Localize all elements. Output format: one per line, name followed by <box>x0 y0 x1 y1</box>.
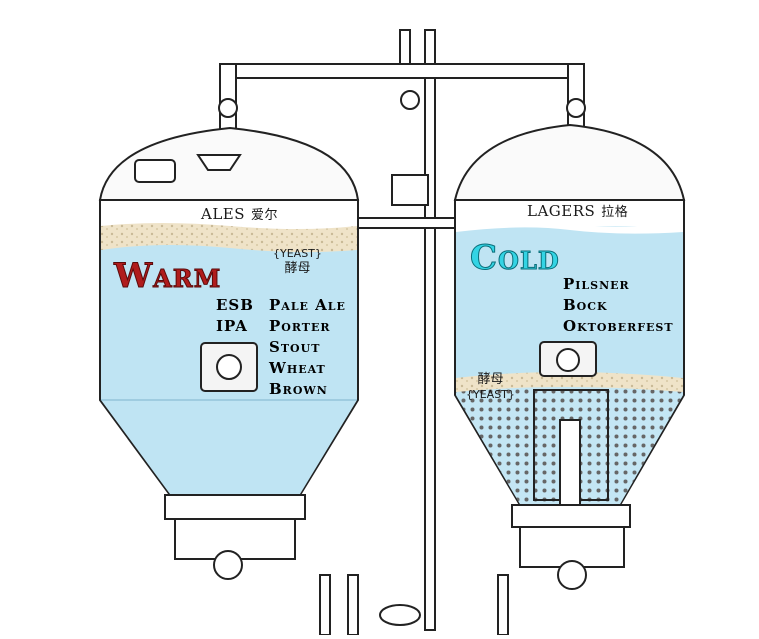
ales-temperature: Warm <box>113 256 222 297</box>
lagers-style-item: Bock <box>563 296 608 314</box>
ales-style-item: IPA <box>216 317 248 335</box>
ales-title-zh: 爱尔 <box>251 208 279 223</box>
ales-styles-right: Pale Ale Porter Stout Wheat Brown <box>269 295 346 400</box>
ales-style-item: Stout <box>269 338 321 356</box>
lagers-tank <box>453 123 686 590</box>
ales-styles-left: ESB IPA <box>216 295 254 337</box>
lagers-title-zh: 拉格 <box>601 205 629 220</box>
ales-style-item: Brown <box>269 380 328 398</box>
lagers-style-item: Oktoberfest <box>563 317 674 335</box>
ales-tank <box>98 126 360 580</box>
ales-yeast-label: {YEAST} 酵母 <box>273 246 322 276</box>
lagers-yeast-label: 酵母 {YEAST} <box>466 372 515 402</box>
ales-title: ALES 爱尔 <box>201 204 278 223</box>
ales-style-item: Wheat <box>269 359 326 377</box>
lagers-title-en: LAGERS <box>527 202 596 220</box>
lagers-styles: Pilsner Bock Oktoberfest <box>563 274 674 337</box>
lagers-temperature: Cold <box>470 238 560 279</box>
ales-title-en: ALES <box>201 205 246 223</box>
ales-style-item: ESB <box>216 296 254 314</box>
ales-yeast-zh: 酵母 <box>284 261 311 276</box>
lagers-yeast-en: {YEAST} <box>466 388 515 401</box>
bottom-pipework <box>319 574 509 636</box>
lagers-title: LAGERS 拉格 <box>527 201 628 220</box>
top-pipework <box>218 29 586 631</box>
ales-style-item: Porter <box>269 317 331 335</box>
ales-style-item: Pale Ale <box>269 296 346 314</box>
lagers-style-item: Pilsner <box>563 275 630 293</box>
lagers-yeast-zh: 酵母 <box>477 372 504 387</box>
ales-yeast-en: {YEAST} <box>273 247 322 260</box>
